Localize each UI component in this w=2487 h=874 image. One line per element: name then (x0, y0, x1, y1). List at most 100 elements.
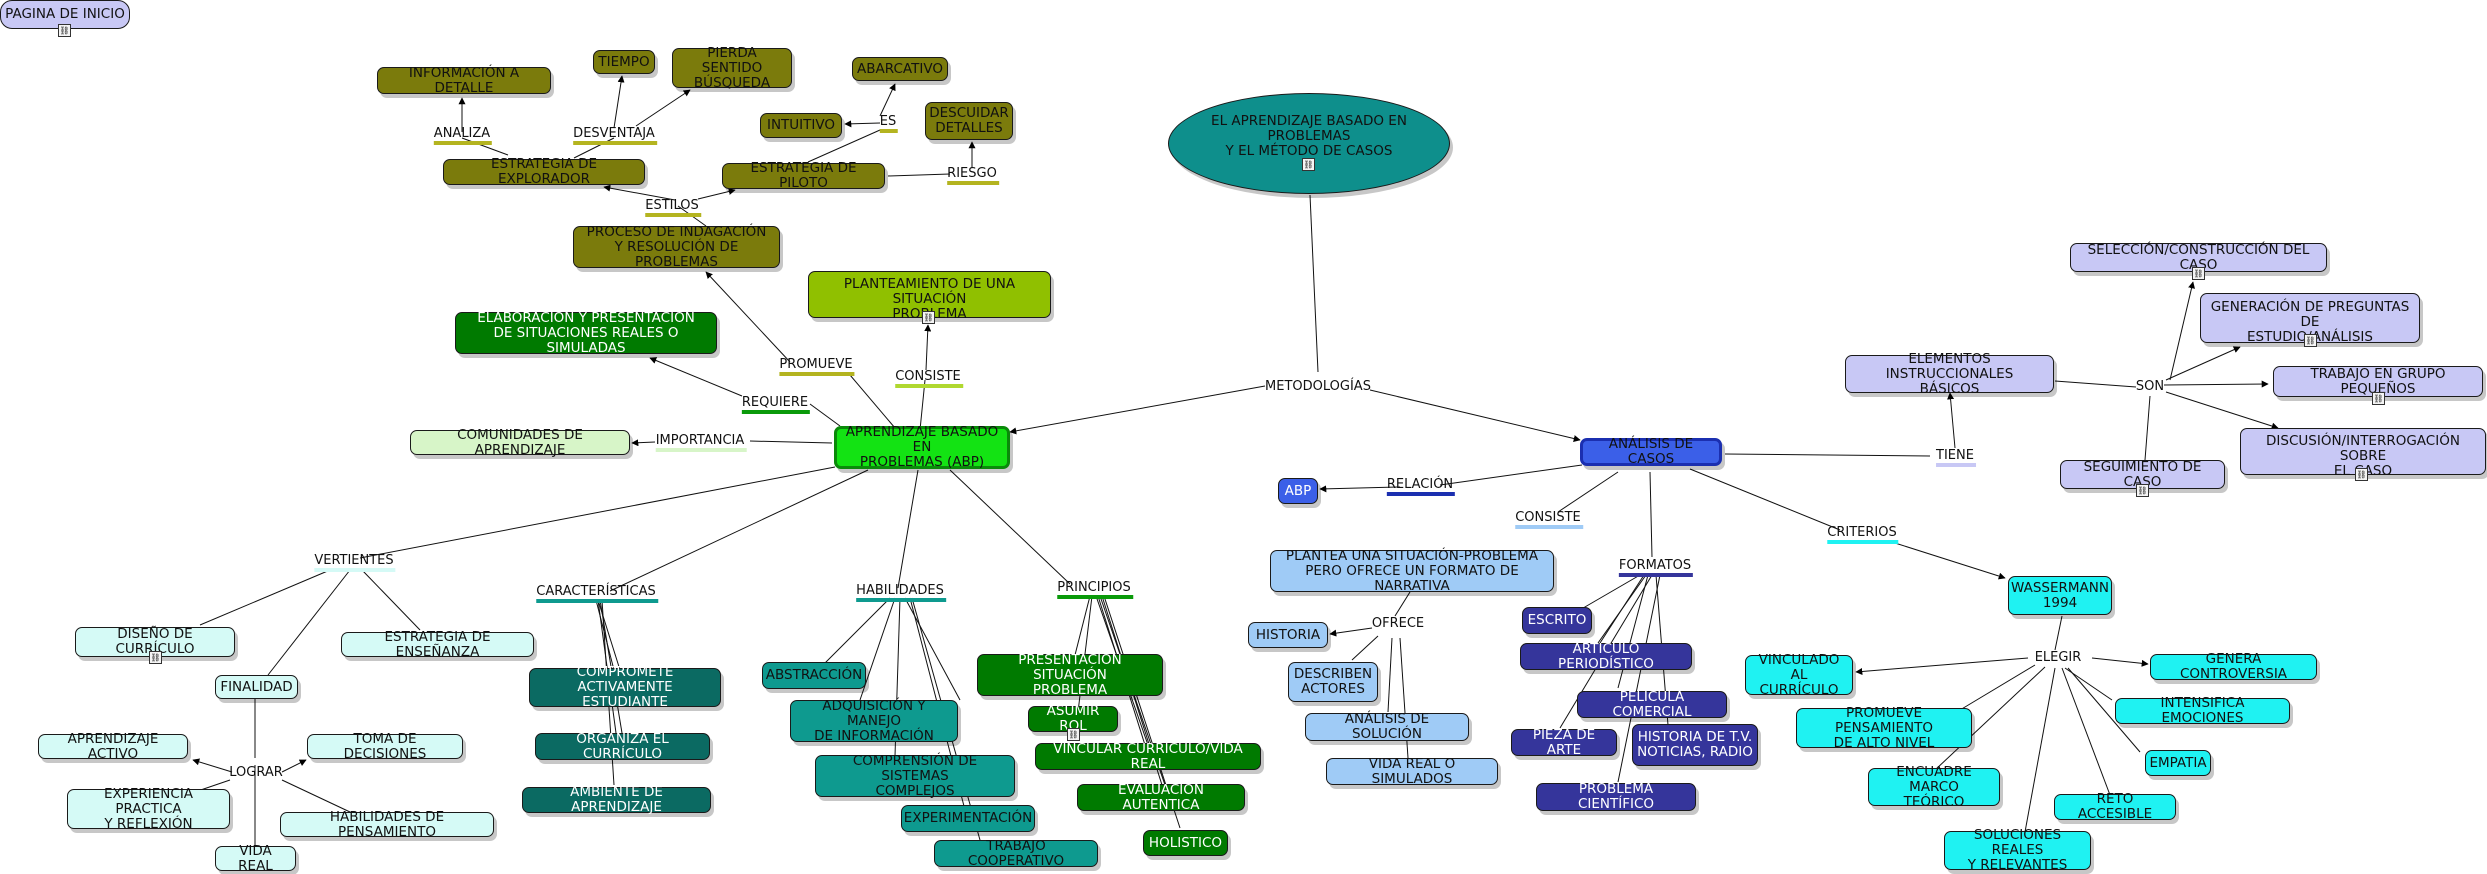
link-icon[interactable]: ⛓ (2192, 267, 2205, 280)
label-consiste-abp: CONSISTE (893, 370, 963, 388)
node-vida-real-simulados[interactable]: VIDA REAL O SIMULADOS (1326, 756, 1498, 786)
label-analiza: ANALIZA (432, 127, 493, 145)
node-experiencia[interactable]: EXPERIENCIA PRACTICA Y REFLEXIÓN (67, 786, 230, 831)
node-intuitivo[interactable]: INTUITIVO (760, 113, 842, 138)
node-evaluacion[interactable]: EVALUACIÓN AUTENTICA (1077, 782, 1245, 812)
link (1009, 385, 1266, 435)
node-escrito[interactable]: ESCRITO (1522, 607, 1592, 634)
node-informacion-detalle[interactable]: INFORMACIÓN A DETALLE (377, 65, 551, 95)
node-presentacion[interactable]: PRESENTACIÓN SITUACIÓN PROBLEMA (977, 652, 1163, 697)
node-holistico[interactable]: HOLISTICO (1143, 830, 1228, 856)
link (897, 469, 919, 589)
node-historia[interactable]: HISTORIA (1248, 622, 1328, 648)
node-elementos[interactable]: ELEMENTOS INSTRUCCIONALES BÁSICOS (1845, 351, 2054, 396)
node-trabajo-cooperativo[interactable]: TRABAJO COOPERATIVO (934, 838, 1098, 868)
node-finalidad[interactable]: FINALIDAD (215, 675, 298, 699)
link (1617, 574, 1661, 783)
node-compromete[interactable]: COMPROMETE ACTIVAMENTE ESTUDIANTE (529, 665, 721, 710)
node-habilidades-pensamiento[interactable]: HABILIDADES DE PENSAMIENTO (280, 809, 494, 839)
link-icon[interactable]: ⛓ (2136, 484, 2149, 497)
label-principios: PRINCIPIOS (1055, 581, 1133, 599)
node-pieza-arte[interactable]: PIEZA DE ARTE (1511, 727, 1617, 757)
link (1597, 574, 1647, 644)
node-organiza[interactable]: ORGANIZA EL CURRÍCULO (535, 731, 710, 761)
node-analisis-casos[interactable]: ANÁLISIS DE CASOS (1580, 437, 1722, 467)
label-tiene: TIENE (1934, 449, 1976, 467)
link-icon[interactable]: ⛓ (149, 651, 162, 664)
link-icon[interactable]: ⛓ (2372, 392, 2385, 405)
node-seleccion[interactable]: SELECCIÓN/CONSTRUCCIÓN DEL CASO (2070, 242, 2327, 272)
node-abstraccion[interactable]: ABSTRACCIÓN (762, 662, 866, 689)
link (1934, 666, 2046, 771)
node-estrategia-ensenanza[interactable]: ESTRATEGIA DE ENSEÑANZA (341, 629, 534, 659)
node-comunidades[interactable]: COMUNIDADES DE APRENDIZAJE (410, 427, 630, 457)
node-vida-real[interactable]: VIDA REAL (215, 843, 296, 873)
node-planteamiento[interactable]: PLANTEAMIENTO DE UNA SITUACIÓN PROBLEMA (808, 271, 1051, 322)
node-soluciones[interactable]: SOLUCIONES REALES Y RELEVANTES (1944, 828, 2091, 873)
node-proceso-indagacion[interactable]: PROCESO DE INDAGACIÓN Y RESOLUCIÓN DE PR… (573, 224, 780, 269)
node-articulo[interactable]: ARTICULO PERIODÍSTICO (1520, 641, 1692, 671)
link (595, 599, 615, 671)
node-tiempo[interactable]: TIEMPO (593, 50, 655, 74)
node-experimentacion[interactable]: EXPERIMENTACIÓN (901, 805, 1035, 832)
label-elegir: ELEGIR (2034, 650, 2082, 665)
node-analisis-solucion[interactable]: ANÁLISIS DE SOLUCIÓN (1305, 712, 1469, 742)
node-reto[interactable]: RETO ACCESIBLE (2054, 792, 2176, 822)
node-elaboracion[interactable]: ELABORACIÓN Y PRESENTACIÓN DE SITUACIONE… (455, 310, 717, 355)
link-icon[interactable]: ⛓ (1302, 158, 1315, 171)
link (887, 173, 951, 177)
link (1369, 389, 1581, 442)
map-title-ellipse[interactable]: EL APRENDIZAJE BASADO EN PROBLEMAS Y EL … (1168, 93, 1450, 194)
node-describen[interactable]: DESCRIBEN ACTORES (1288, 662, 1378, 702)
node-empatia[interactable]: EMPATIA (2145, 750, 2211, 776)
link (844, 120, 881, 128)
node-abarcativo[interactable]: ABARCATIVO (852, 57, 948, 81)
node-encuadre[interactable]: ENCUADRE MARCO TEÓRICO (1868, 764, 2000, 809)
link (361, 569, 421, 631)
node-estrategia-piloto[interactable]: ESTRATEGIA DE PILOTO (722, 161, 885, 191)
node-toma-decisiones[interactable]: TOMA DE DECISIONES (307, 731, 463, 761)
link (192, 758, 233, 773)
node-vincular[interactable]: VINCULAR CURRÍCULO/VIDA REAL (1035, 741, 1261, 771)
node-aprendizaje-activo[interactable]: APRENDIZAJE ACTIVO (38, 731, 188, 761)
link (1394, 591, 1411, 617)
label-estilos: ESTILOS (643, 199, 701, 217)
node-vinculado[interactable]: VINCULADO AL CURRÍCULO (1745, 652, 1853, 697)
label-importancia: IMPORTANCIA (654, 434, 747, 452)
node-genera-controversia[interactable]: GENERA CONTROVERSIA (2150, 652, 2317, 682)
node-descuidar-detalles[interactable]: DESCUIDAR DETALLES (925, 102, 1013, 140)
link (809, 403, 841, 427)
link (697, 188, 736, 200)
node-promueve-pensamiento[interactable]: PROMUEVE PENSAMIENTO DE ALTO NIVEL (1796, 705, 1972, 750)
label-desventaja: DESVENTAJA (571, 127, 657, 145)
link (749, 440, 833, 444)
node-abp-main[interactable]: APRENDIZAJE BASADO EN PROBLEMAS (ABP) (834, 425, 1010, 470)
node-discusion[interactable]: DISCUSIÓN/INTERROGACIÓN SOBRE EL CASO (2240, 428, 2486, 479)
link-icon[interactable]: ⛓ (922, 311, 935, 324)
label-relacion: RELACIÓN (1385, 478, 1456, 496)
label-metodologias: METODOLOGÍAS (1265, 379, 1371, 394)
link (1959, 664, 2036, 711)
link-icon[interactable]: ⛓ (2304, 334, 2317, 347)
node-problema-cientifico[interactable]: PROBLEMA CIENTÍFICO (1536, 782, 1696, 812)
node-intensifica[interactable]: INTENSIFICA EMOCIONES (2115, 696, 2290, 726)
link-icon[interactable]: ⛓ (1067, 728, 1080, 741)
node-pierda-sentido[interactable]: PIERDA SENTIDO BÚSQUEDA (672, 45, 792, 90)
link (609, 469, 869, 592)
link (631, 439, 656, 447)
link (635, 89, 691, 127)
node-trabajo-grupo[interactable]: TRABAJO EN GRUPO PEQUEÑOS (2273, 366, 2483, 397)
node-pelicula[interactable]: PELÍCULA COMERCIAL (1577, 689, 1727, 719)
node-plantea[interactable]: PLANTEA UNA SITUACIÓN-PROBLEMA PERO OFRE… (1270, 548, 1554, 593)
node-adquisicion[interactable]: ADQUISICIÓN Y MANEJO DE INFORMACIÓN (790, 698, 958, 743)
node-comprension[interactable]: COMPRENSIÓN DE SISTEMAS COMPLEJOS (815, 753, 1015, 798)
node-ambiente[interactable]: AMBIENTE DE APRENDIZAJE (522, 785, 711, 815)
link (919, 379, 926, 431)
node-wassermann[interactable]: WASSERMANN 1994 (2008, 576, 2112, 615)
link-icon[interactable]: ⛓ (58, 24, 71, 37)
link (2061, 667, 2111, 796)
link-icon[interactable]: ⛓ (2355, 468, 2368, 481)
node-abp-small[interactable]: ABP (1278, 478, 1318, 504)
node-estrategia-explorador[interactable]: ESTRATEGIA DE EXPLORADOR (443, 157, 645, 187)
node-historia-tv[interactable]: HISTORIA DE T.V. NOTICIAS, RADIO (1632, 724, 1758, 766)
